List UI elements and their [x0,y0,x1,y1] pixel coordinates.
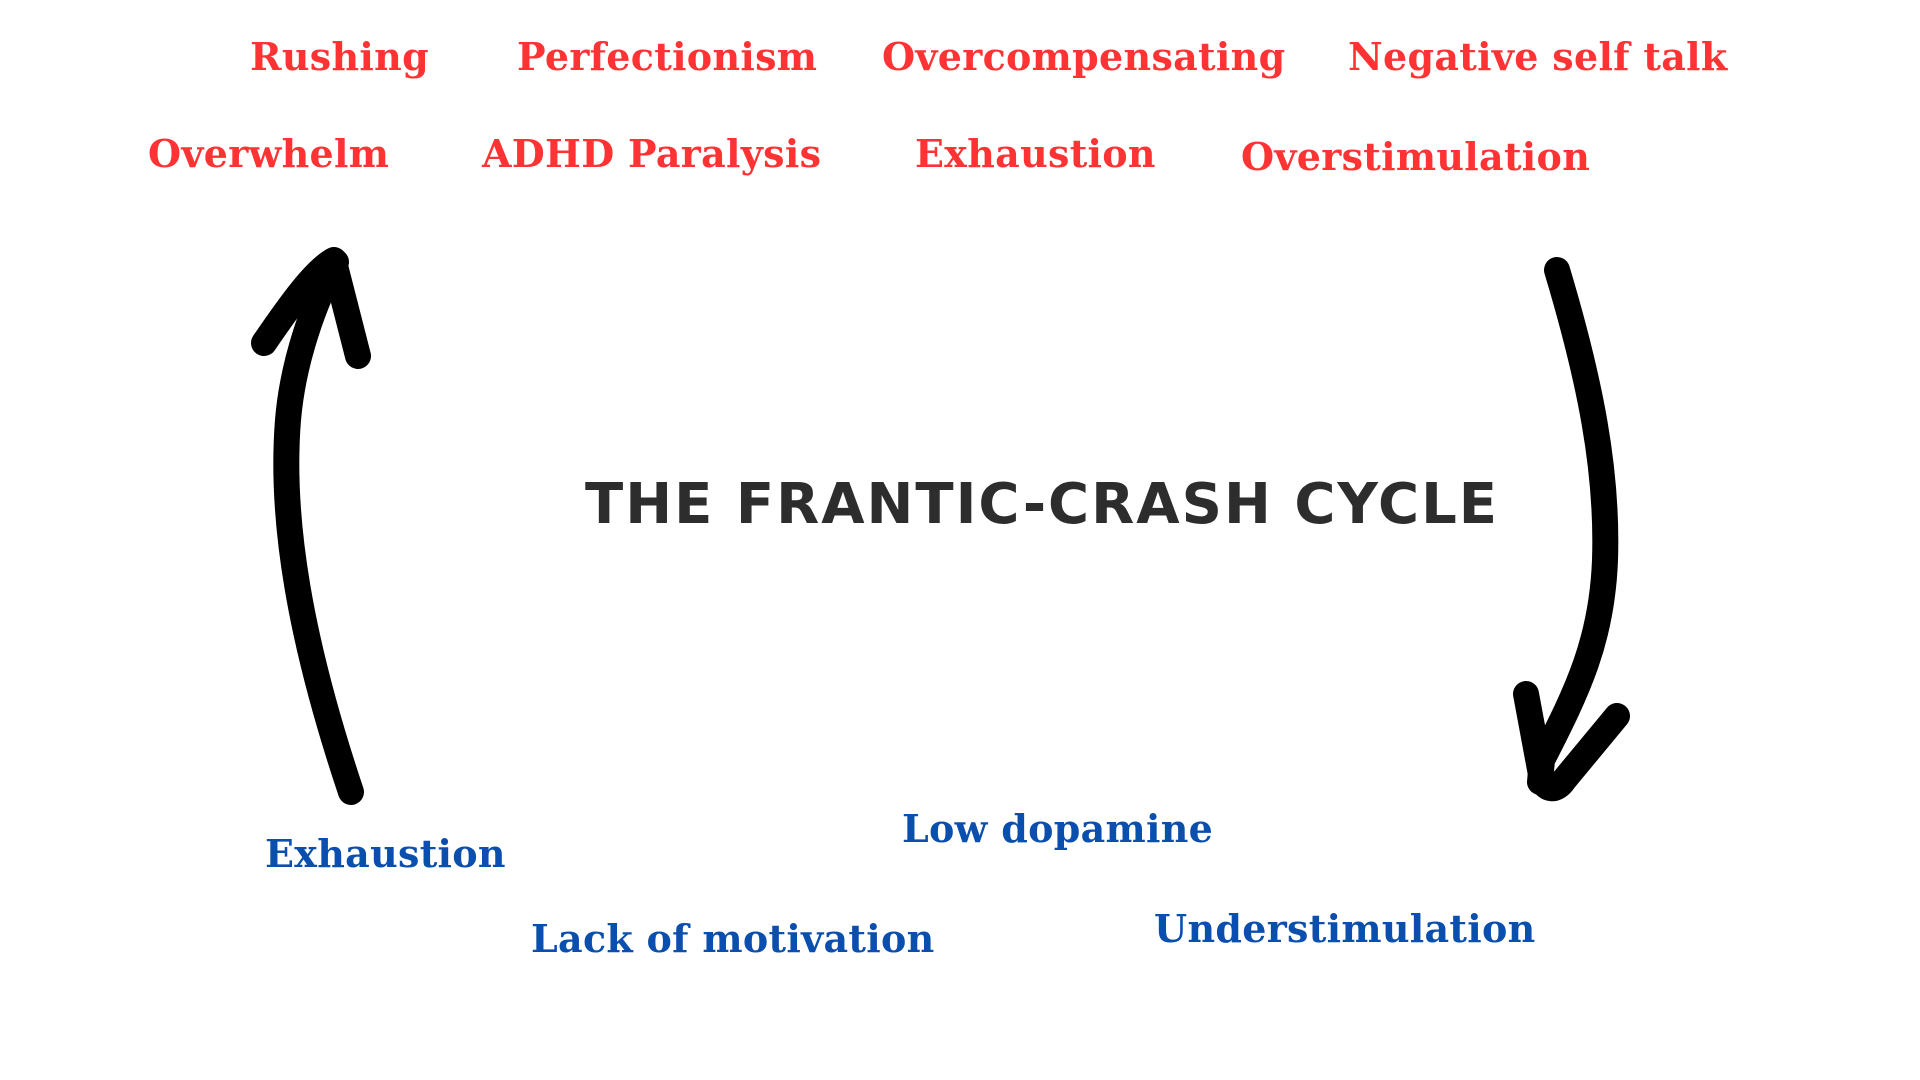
up-arrow-icon [251,247,371,805]
crash-label-low-dopamine: Low dopamine [902,806,1214,851]
down-arrow-icon [1513,257,1630,802]
crash-label-understimulation: Understimulation [1154,906,1536,951]
frantic-label-overstimulation: Overstimulation [1241,134,1591,179]
frantic-label-negative-self-talk: Negative self talk [1348,34,1728,79]
frantic-label-adhd-paralysis: ADHD Paralysis [482,131,822,176]
frantic-label-overwhelm: Overwhelm [148,131,390,176]
crash-label-lack-of-motivation: Lack of motivation [531,916,935,961]
frantic-label-overcompensating: Overcompensating [882,34,1286,79]
crash-label-exhaustion: Exhaustion [265,831,506,876]
frantic-label-perfectionism: Perfectionism [517,34,818,79]
frantic-label-exhaustion: Exhaustion [915,131,1156,176]
frantic-label-rushing: Rushing [250,34,429,79]
diagram-title: THE FRANTIC-CRASH CYCLE [585,472,1499,537]
